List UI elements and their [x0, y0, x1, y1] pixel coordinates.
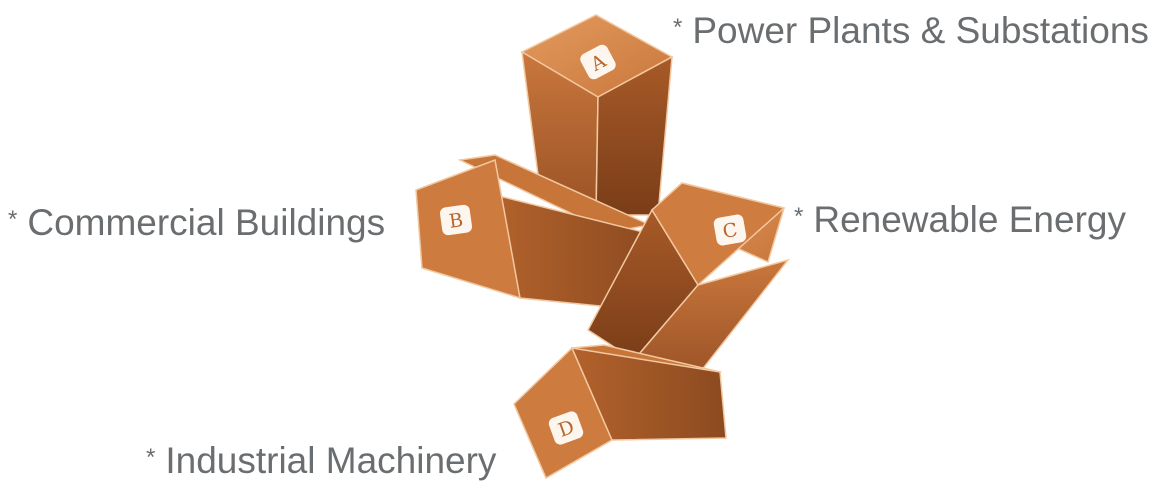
label-text: Power Plants & Substations	[692, 10, 1149, 51]
label-text: Renewable Energy	[813, 199, 1126, 240]
block-a: A	[520, 14, 674, 217]
block-a-badge: A	[580, 44, 616, 80]
label-commercial-buildings: * Commercial Buildings	[8, 204, 385, 241]
block-b-letter: B	[448, 209, 465, 233]
bullet-marker: *	[8, 206, 18, 233]
label-text: Commercial Buildings	[27, 202, 386, 243]
block-d-side-face	[570, 347, 727, 441]
bullet-marker: *	[146, 444, 156, 471]
block-d-badge: D	[548, 411, 584, 445]
block-c-badge: C	[713, 214, 747, 246]
block-b-badge: B	[439, 204, 473, 236]
label-power-plants: * Power Plants & Substations	[673, 12, 1149, 49]
block-c: C	[587, 182, 790, 381]
block-c-letter: C	[721, 219, 739, 243]
block-d-letter: D	[555, 416, 577, 442]
bullet-marker: *	[673, 14, 683, 41]
label-text: Industrial Machinery	[165, 440, 497, 481]
label-industrial-machinery: * Industrial Machinery	[146, 442, 496, 479]
block-d: D	[513, 344, 727, 480]
bullet-marker: *	[794, 203, 804, 230]
label-renewable-energy: * Renewable Energy	[794, 201, 1126, 238]
